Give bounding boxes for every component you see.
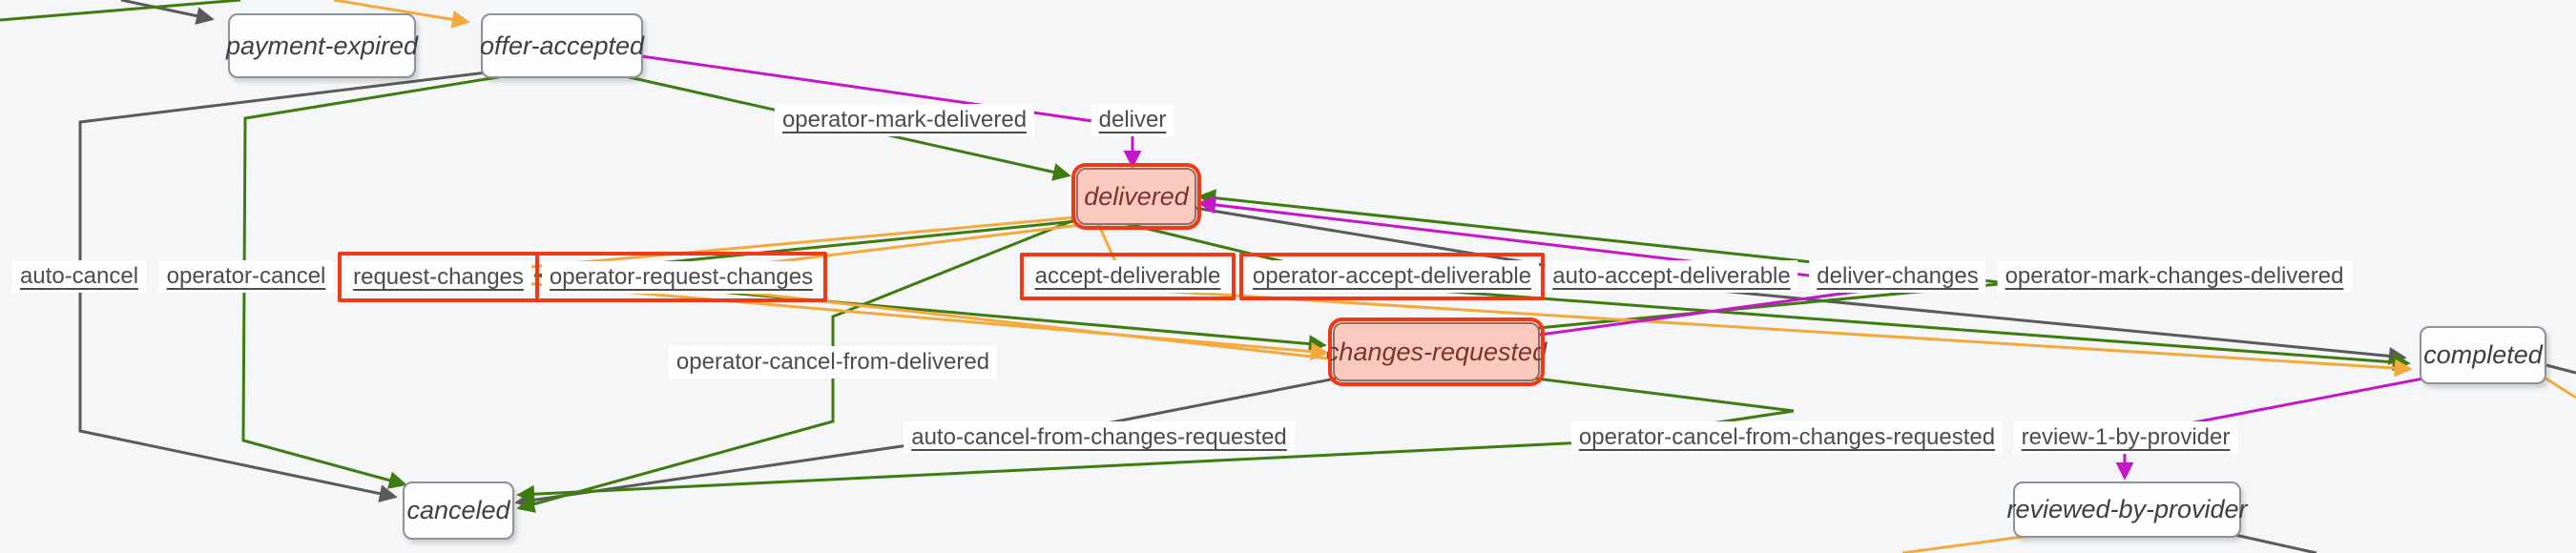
edge-label-deliver[interactable]: deliver — [1091, 104, 1174, 136]
node-canceled[interactable]: canceled — [403, 481, 514, 540]
edge-label-operator-accept-deliverable[interactable]: operator-accept-deliverable — [1244, 260, 1540, 293]
edge-label-deliver-changes[interactable]: deliver-changes — [1809, 260, 1986, 293]
node-completed[interactable]: completed — [2420, 326, 2546, 384]
highlight-box-operator-accept-deliverable: operator-accept-deliverable — [1239, 253, 1545, 300]
edge-label-auto-cancel-from-changes-requested[interactable]: auto-cancel-from-changes-requested — [904, 421, 1295, 454]
edge-completed-outgoing-gray — [2542, 362, 2576, 375]
node-offer-accepted[interactable]: offer-accepted — [480, 13, 644, 78]
edge-into-payment-expired — [120, 0, 215, 25]
highlight-box-request-changes: request-changes — [338, 252, 539, 302]
edge-label-operator-cancel-from-changes-requested[interactable]: operator-cancel-from-changes-requested — [1570, 421, 2004, 454]
edge-label-auto-cancel[interactable]: auto-cancel — [11, 260, 147, 293]
edge-completed-outgoing-orange — [2539, 373, 2576, 399]
edge-label-review-1-by-provider[interactable]: review-1-by-provider — [2013, 421, 2238, 454]
edge-request-changes — [533, 219, 1327, 354]
node-payment-expired[interactable]: payment-expired — [226, 13, 418, 78]
edge-label-operator-request-changes[interactable]: operator-request-changes — [541, 260, 821, 294]
edge-label-request-changes[interactable]: request-changes — [345, 260, 531, 294]
edge-label-operator-mark-changes-delivered[interactable]: operator-mark-changes-delivered — [1997, 260, 2352, 293]
node-delivered[interactable]: delivered — [1071, 163, 1201, 230]
highlight-box-operator-request-changes: operator-request-changes — [535, 252, 827, 302]
highlight-box-accept-deliverable: accept-deliverable — [1020, 253, 1236, 300]
edge-reviewed-outgoing-gray — [2230, 532, 2317, 553]
edge-label-auto-accept-deliverable[interactable]: auto-accept-deliverable — [1545, 260, 1798, 293]
node-changes-requested[interactable]: changes-requested — [1326, 317, 1547, 386]
edge-label-accept-deliverable[interactable]: accept-deliverable — [1027, 260, 1229, 293]
edge-label-operator-cancel-from-delivered: operator-cancel-from-delivered — [668, 346, 998, 379]
edge-label-operator-cancel[interactable]: operator-cancel — [158, 260, 334, 293]
edge-top-left-crossing — [0, 0, 241, 22]
edge-into-offer-accepted — [333, 0, 470, 29]
edge-label-operator-mark-delivered[interactable]: operator-mark-delivered — [774, 104, 1035, 136]
node-reviewed-by-provider[interactable]: reviewed-by-provider — [2006, 481, 2248, 538]
